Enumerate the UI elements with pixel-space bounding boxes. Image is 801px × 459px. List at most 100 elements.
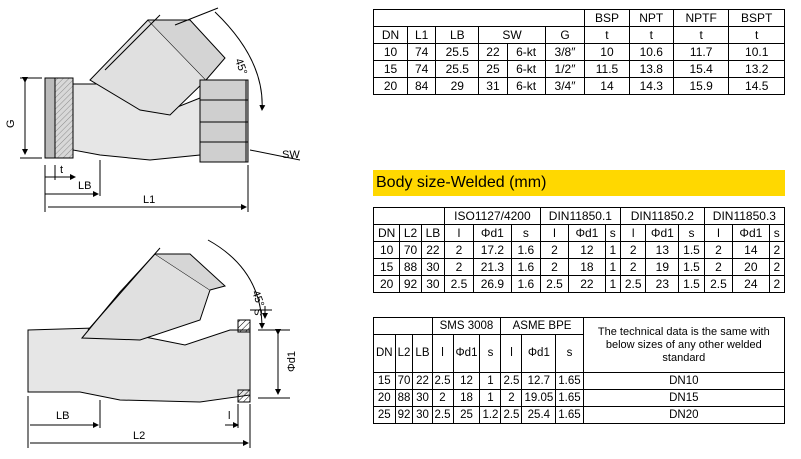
table-cell: 1.65 [555, 406, 584, 424]
table-header-cell: BSP [584, 9, 630, 27]
table-cell: 10.1 [728, 43, 785, 61]
table-cell: 2 [703, 258, 734, 276]
table-cell: 30 [420, 258, 445, 276]
table-cell: 2 [443, 258, 474, 276]
table-header-cell: t [628, 26, 674, 44]
table-cell: 13 [645, 241, 680, 259]
table-header-cell: l [443, 224, 474, 242]
table-cell: 23 [645, 275, 680, 293]
table-cell: 11.5 [584, 60, 630, 78]
table-header-cell: s [479, 334, 502, 373]
angle-label-bottom: 45° [249, 289, 266, 309]
table-cell: 6-kt [506, 60, 546, 78]
table-cell: 13.8 [628, 60, 674, 78]
table-cell: 26.9 [472, 275, 512, 293]
table-cell: 2.5 [443, 275, 474, 293]
table-cell: 25.4 [521, 406, 557, 424]
table-cell: 22 [412, 372, 433, 390]
table-group-header: ISO1127/4200 [443, 207, 541, 225]
table-cell: 1 [604, 241, 621, 259]
table-header-row: DN L2 LB l Φd1 s l Φd1 s l Φd1 s l Φd1 s [372, 224, 786, 242]
table-row: 20 92 30 2.5 26.9 1.6 2.5 22 1 2.5 23 1.… [372, 275, 786, 293]
d1-label: Φd1 [286, 351, 298, 372]
table-cell: 2.5 [431, 406, 454, 424]
table-cell: 22 [568, 275, 606, 293]
table-cell: 22 [420, 241, 445, 259]
table-group-header: SMS 3008 [431, 317, 502, 335]
table-cell: 20 [373, 389, 396, 407]
lb-label-top: LB [78, 180, 91, 192]
table-cell: 22 [478, 43, 508, 61]
table-cell: 25.5 [435, 43, 480, 61]
table-cell: 12 [568, 241, 606, 259]
table-cell: 84 [407, 77, 437, 95]
table-header-cell: LB [412, 334, 433, 373]
table-row: 15 88 30 2 21.3 1.6 2 18 1 2 19 1.5 2 20… [372, 258, 786, 276]
table-header-row: DN L1 LB SW G t t t t [372, 26, 785, 44]
table-cell: 1 [604, 275, 621, 293]
table-cell: 2 [539, 258, 570, 276]
table-header-cell: DN [372, 26, 409, 44]
table-cell: 1.5 [678, 241, 705, 259]
table-cell: 15.4 [672, 60, 730, 78]
table-cell: 15 [373, 372, 396, 390]
table-cell: 88 [399, 258, 422, 276]
table-cell: 74 [407, 60, 437, 78]
table-header-cell: Φd1 [568, 224, 606, 242]
table-header-cell: l [500, 334, 523, 373]
table-cell: 2 [703, 241, 734, 259]
table-header-row: DN L2 LB l Φd1 s l Φd1 s [373, 334, 785, 373]
table-header-cell: t [728, 26, 785, 44]
table-cell: 20 [372, 77, 409, 95]
table-note: The technical data is the same with belo… [582, 317, 786, 373]
table-cell: 15 [372, 258, 401, 276]
table-header-cell: G [544, 26, 586, 44]
table-header-cell: NPTF [672, 9, 730, 27]
table-cell: 15 [372, 60, 409, 78]
table-cell: 1 [479, 372, 502, 390]
l-label: l [228, 410, 230, 422]
table-cell: 17.2 [472, 241, 512, 259]
table-header-cell: s [604, 224, 621, 242]
table-cell: 92 [399, 275, 422, 293]
table-header-cell: s [768, 224, 786, 242]
table-cell: 14.3 [628, 77, 674, 95]
table-cell: 88 [394, 389, 414, 407]
table-group-header: DIN11850.1 [539, 207, 621, 225]
table-header-cell: l [431, 334, 454, 373]
table-row: 15 70 22 2.5 12 1 2.5 12.7 1.65 DN10 [373, 372, 786, 390]
table-header-cell: s [678, 224, 705, 242]
table-cell: 20 [372, 275, 401, 293]
table-header-cell: Φd1 [452, 334, 481, 373]
table-row: 15 74 25.5 25 6-kt 1/2″ 11.5 13.8 15.4 1… [372, 60, 785, 78]
table-header-cell: Φd1 [645, 224, 680, 242]
welded-strainer-drawing [27, 239, 290, 448]
g-label: G [5, 119, 17, 128]
threaded-dimensions-table: BSP NPT NPTF BSPT DN L1 LB SW G t t t t … [372, 9, 785, 95]
table-header-cell: l [539, 224, 570, 242]
table-cell: 1/2″ [544, 60, 586, 78]
lb-label-bottom: LB [56, 410, 69, 422]
table-cell: 10 [372, 43, 409, 61]
table-header-cell: NPT [628, 9, 674, 27]
table-header-cell: Φd1 [732, 224, 770, 242]
table-cell: 2 [443, 241, 474, 259]
table-cell: 1.6 [510, 241, 541, 259]
table-cell: 12.7 [521, 372, 557, 390]
table-cell: 2 [619, 258, 647, 276]
table-cell: 10 [372, 241, 401, 259]
l2-label: L2 [133, 430, 145, 442]
angle-label-top: 45° [232, 57, 249, 77]
table-cell: 19.05 [521, 389, 557, 407]
table-cell: DN10 [582, 372, 786, 390]
table-cell: 10.6 [628, 43, 674, 61]
table-cell: 2.5 [619, 275, 647, 293]
table-cell: 1 [604, 258, 621, 276]
table-cell: 29 [435, 77, 480, 95]
table-group-header: DIN11850.2 [619, 207, 705, 225]
table-cell: 1.6 [510, 258, 541, 276]
table-cell: 12 [452, 372, 481, 390]
table-header-cell: DN [373, 334, 396, 373]
table-cell: 18 [568, 258, 606, 276]
table-cell: 1.2 [479, 406, 502, 424]
